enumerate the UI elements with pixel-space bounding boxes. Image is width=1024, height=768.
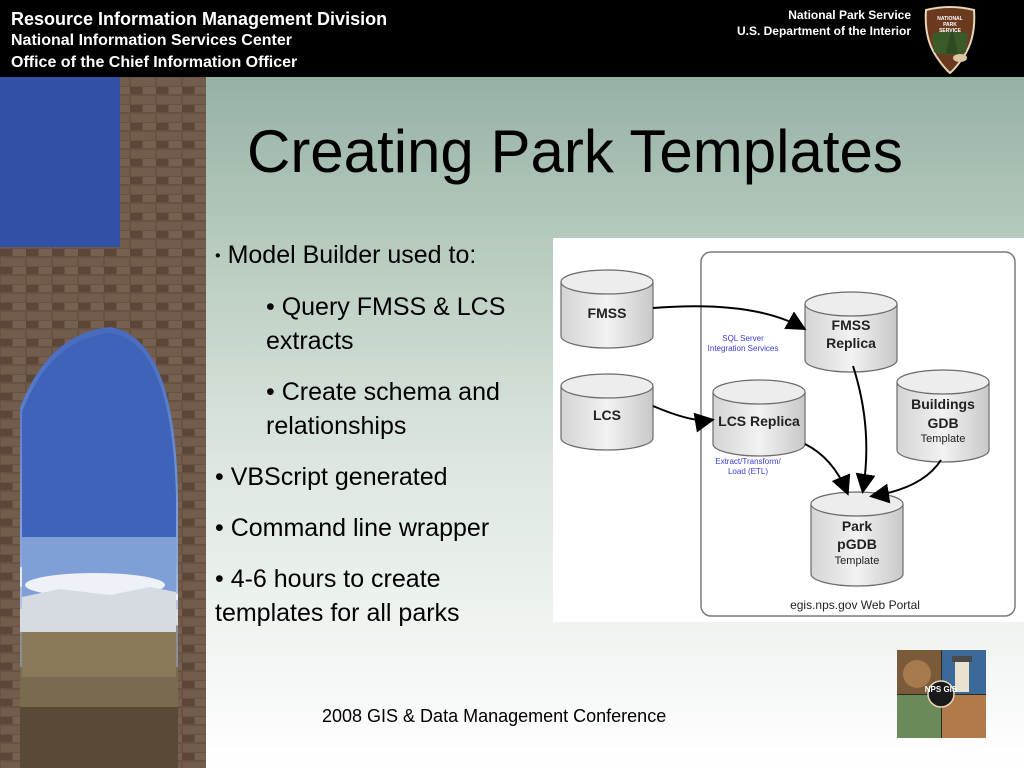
fmss-replica-database-icon	[804, 291, 898, 373]
fmss-label: FMSS	[588, 305, 627, 321]
diagram-svg: FMSS LCS FMSS Replica LCS Replica Buildi…	[560, 251, 1016, 617]
etl-label-1: Extract/Transform/	[715, 457, 781, 466]
bullet-dot: •	[215, 247, 221, 265]
park-label: Park	[842, 518, 873, 534]
nps-gis-text: NPS GIS	[925, 685, 958, 694]
bullet-text: Command line wrapper	[230, 514, 490, 543]
lcs-replica-label: LCS Replica	[718, 413, 800, 429]
pgdb-label: pGDB	[837, 536, 877, 552]
fmss-replica-label-2: Replica	[826, 335, 876, 351]
buildings-gdb-database-icon	[896, 369, 990, 463]
arrow-fmss-replica-to-park	[852, 365, 876, 494]
bullet-text: 4-6 hours to create templates for all pa…	[215, 565, 460, 628]
gdb-label: GDB	[927, 415, 958, 431]
etl-label-2: Load (ETL)	[728, 467, 768, 476]
arrow-lcs-to-replica	[652, 405, 715, 433]
sub-bullet-item: • Create schema and relationships	[266, 378, 500, 441]
header-right: National Park Service U.S. Department of…	[737, 7, 911, 39]
bullet-text: Model Builder used to:	[227, 241, 477, 269]
arrow-lcs-replica-to-park	[804, 443, 851, 496]
division-name: Resource Information Management Division	[11, 9, 388, 29]
lcs-replica-database-icon	[712, 379, 806, 457]
arrow-buildings-to-park	[869, 459, 942, 504]
nps-arrowhead-logo: NATIONAL PARK SERVICE	[924, 6, 976, 74]
center-name: National Information Services Center	[11, 32, 292, 49]
sql-server-label: SQL Server	[722, 334, 764, 343]
buildings-label: Buildings	[911, 396, 975, 412]
data-flow-diagram: FMSS LCS FMSS Replica LCS Replica Buildi…	[553, 238, 1024, 622]
bullet-text: VBScript generated	[230, 463, 448, 492]
buildings-template-label: Template	[921, 433, 966, 445]
bullet-text: Query FMSS & LCS extracts	[266, 293, 506, 356]
bullet-list: • Model Builder used to: • Query FMSS & …	[215, 238, 550, 647]
badge-text-park: PARK	[943, 22, 957, 28]
bullet-item: • Model Builder used to:	[215, 238, 550, 273]
nps-gis-logo: NPS GIS	[897, 650, 986, 738]
office-name: Office of the Chief Information Officer	[11, 54, 298, 71]
department-name: U.S. Department of the Interior	[736, 24, 911, 38]
bullet-item: • VBScript generated	[215, 463, 448, 492]
bullet-item: • 4-6 hours to create templates for all …	[215, 565, 460, 628]
slide-title: Creating Park Templates	[247, 118, 903, 185]
header-left: Resource Information Management Division…	[11, 8, 387, 74]
arch-illustration	[0, 77, 206, 768]
lcs-label: LCS	[593, 407, 621, 423]
badge-text-national: NATIONAL	[937, 16, 962, 22]
fmss-database-icon	[560, 269, 654, 349]
integration-services-label: Integration Services	[708, 344, 779, 353]
badge-text-service: SERVICE	[939, 28, 962, 34]
header-bar: Resource Information Management Division…	[0, 0, 1024, 77]
arrow-fmss-to-replica	[652, 305, 807, 330]
fmss-replica-label-1: FMSS	[832, 317, 871, 333]
bullet-item: • Command line wrapper	[215, 514, 490, 543]
lcs-database-icon	[560, 373, 654, 451]
conference-footer: 2008 GIS & Data Management Conference	[322, 706, 667, 726]
agency-name: National Park Service	[788, 8, 911, 22]
web-portal-box	[700, 251, 1016, 617]
park-template-label: Template	[835, 555, 880, 567]
arch-photo	[0, 77, 206, 768]
web-portal-label: egis.nps.gov Web Portal	[790, 598, 920, 612]
sub-bullet-item: • Query FMSS & LCS extracts	[266, 293, 506, 356]
bullet-text: Create schema and relationships	[266, 378, 500, 441]
